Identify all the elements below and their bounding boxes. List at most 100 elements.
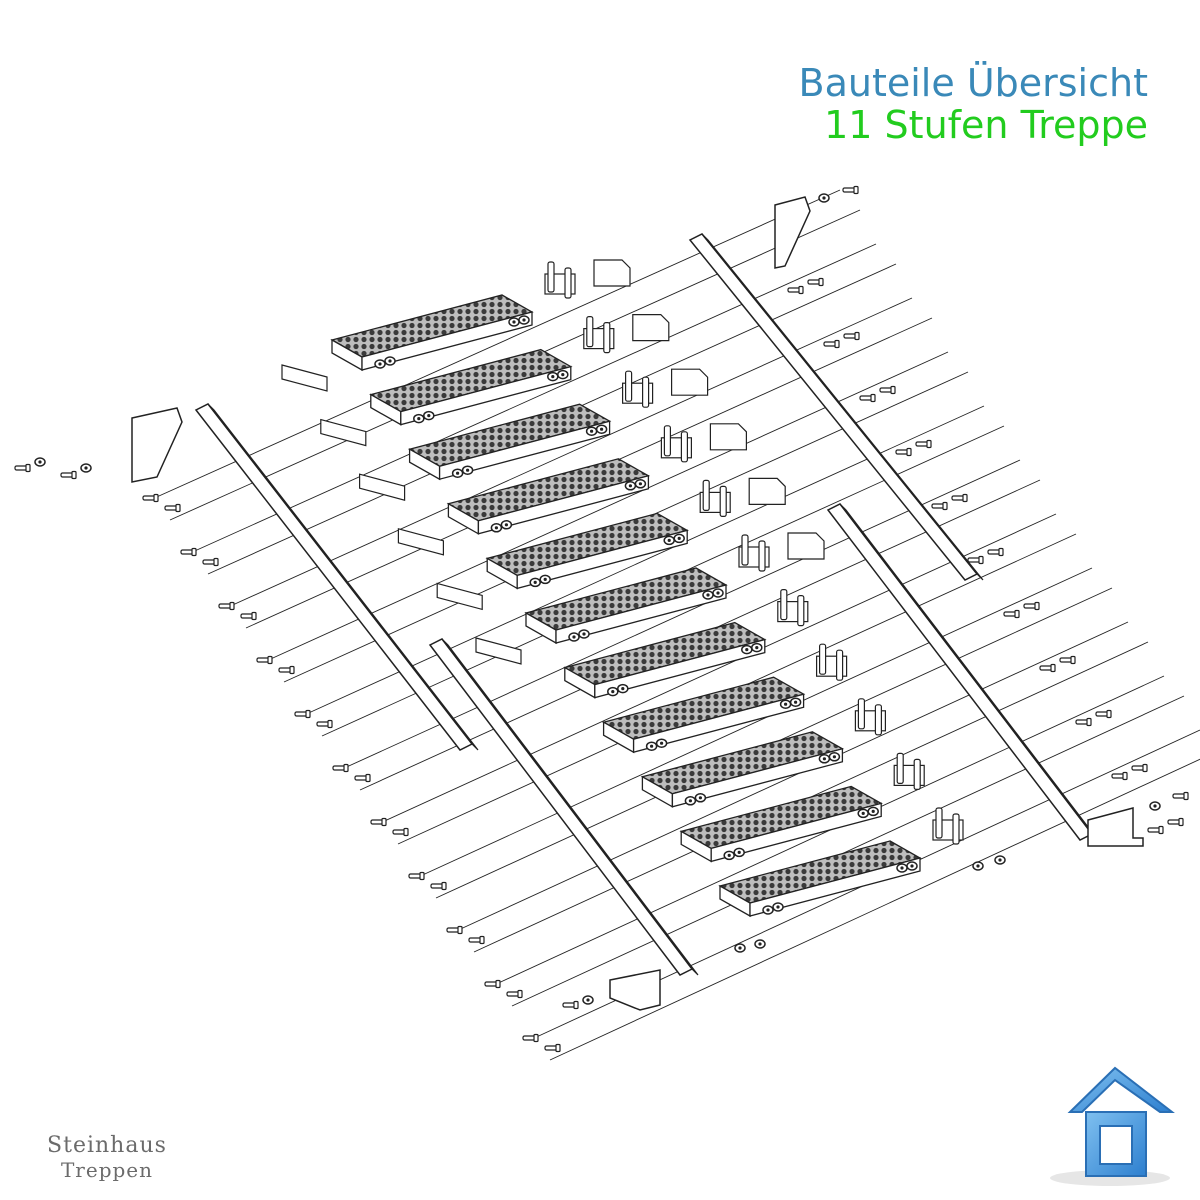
- side-plate-left: [359, 473, 406, 501]
- bolt-icon: [522, 1033, 539, 1043]
- bolt-icon: [392, 827, 409, 837]
- stringer-right-rear: [688, 233, 984, 581]
- tread-bracket: [854, 698, 887, 736]
- tread-front-edge: [671, 747, 844, 808]
- tread-front-edge: [749, 857, 921, 917]
- bolt-icon: [14, 463, 31, 473]
- tread-bracket: [777, 588, 809, 627]
- bolt-icon: [1172, 791, 1189, 801]
- floor-bracket-left: [609, 969, 661, 1011]
- company-logo-text: Steinhaus Treppen: [22, 1133, 192, 1183]
- tread-11: [718, 840, 922, 918]
- bolt-icon: [202, 557, 219, 567]
- bolt-icon: [332, 763, 349, 773]
- bolt-icon: [1111, 771, 1128, 781]
- bolt-icon: [1131, 763, 1148, 773]
- bolt-icon: [879, 385, 896, 395]
- tread-2: [369, 348, 573, 426]
- side-plate-left: [397, 528, 444, 556]
- bolt-icon: [807, 277, 824, 287]
- bolts-and-nuts: [14, 185, 1189, 1053]
- tread-bracket: [738, 534, 770, 572]
- bolt-icon: [1039, 663, 1056, 673]
- side-plate-right: [593, 259, 631, 287]
- side-plate-left: [475, 637, 522, 665]
- tread-9: [640, 731, 845, 808]
- bolt-icon: [951, 493, 968, 503]
- tread-bracket: [815, 643, 848, 681]
- company-name-line-1: Steinhaus: [47, 1133, 167, 1158]
- bolt-icon: [316, 719, 333, 729]
- bolt-icon: [931, 501, 948, 511]
- tread-10: [679, 785, 883, 863]
- bolt-icon: [354, 773, 371, 783]
- bolt-icon: [142, 493, 159, 503]
- tread-front-edge: [555, 584, 727, 644]
- tread-bracket: [932, 807, 964, 845]
- tread-bracket: [660, 425, 693, 463]
- bolt-icon: [859, 393, 876, 403]
- tread-front-edge: [400, 365, 572, 426]
- floor-bracket-right: [1087, 807, 1144, 847]
- tread-front-edge: [477, 474, 650, 535]
- side-plate-left: [320, 418, 367, 447]
- tread-front-edge: [361, 311, 533, 371]
- guide-line: [511, 695, 1185, 1007]
- bolt-icon: [895, 447, 912, 457]
- tread-1: [330, 294, 534, 372]
- bolt-icon: [408, 871, 425, 881]
- bolt-icon: [506, 989, 523, 999]
- bolt-icon: [484, 979, 501, 989]
- bolt-icon: [240, 611, 257, 621]
- company-name-line-2: Treppen: [60, 1158, 154, 1182]
- side-plate-right: [671, 368, 709, 396]
- bolt-icon: [218, 601, 235, 611]
- bolt-icon: [967, 555, 984, 565]
- bolt-icon: [60, 470, 77, 480]
- tread-front-edge: [438, 420, 611, 481]
- bolt-icon: [1023, 601, 1040, 611]
- guide-line: [377, 513, 1057, 825]
- bolt-icon: [787, 285, 804, 295]
- title-step-count: 11 Stufen Treppe: [824, 103, 1148, 147]
- stringer: [688, 233, 984, 581]
- bolt-icon: [562, 1000, 579, 1010]
- tread-front-edge: [594, 638, 766, 699]
- stringer: [194, 403, 479, 751]
- stringer-left-front: [428, 638, 699, 976]
- tread-bracket: [893, 752, 925, 791]
- bolt-icon: [987, 547, 1004, 557]
- treads-group: [281, 259, 964, 918]
- bolt-icon: [180, 547, 197, 557]
- guide-line: [225, 297, 913, 609]
- bolt-icon: [544, 1043, 561, 1053]
- guide-line: [549, 758, 1200, 1061]
- bolt-icon: [1095, 709, 1112, 719]
- title-components-overview: Bauteile Übersicht: [798, 61, 1148, 105]
- stringer: [428, 638, 699, 976]
- guide-line: [453, 621, 1129, 933]
- house-icon: [1050, 1066, 1175, 1186]
- side-plate-right: [709, 423, 747, 451]
- assembly-guide-lines: [149, 189, 1200, 1061]
- tread-3: [407, 403, 612, 481]
- bolt-icon: [842, 185, 859, 195]
- tread-front-edge: [710, 802, 882, 863]
- side-plate-left: [436, 582, 483, 611]
- tread-5: [485, 512, 689, 590]
- bolt-icon: [843, 331, 860, 341]
- bolt-icon: [468, 935, 485, 945]
- bolt-icon: [823, 339, 840, 349]
- bolt-icon: [915, 439, 932, 449]
- guide-line: [187, 243, 877, 555]
- bolt-icon: [1147, 825, 1164, 835]
- tread-bracket: [699, 479, 731, 517]
- tread-bracket: [583, 316, 615, 354]
- bolt-icon: [446, 925, 463, 935]
- bolt-icon: [294, 709, 311, 719]
- wall-bracket-left: [131, 407, 183, 483]
- bolt-icon: [256, 655, 273, 665]
- guide-line: [415, 567, 1093, 879]
- bolt-icon: [1059, 655, 1076, 665]
